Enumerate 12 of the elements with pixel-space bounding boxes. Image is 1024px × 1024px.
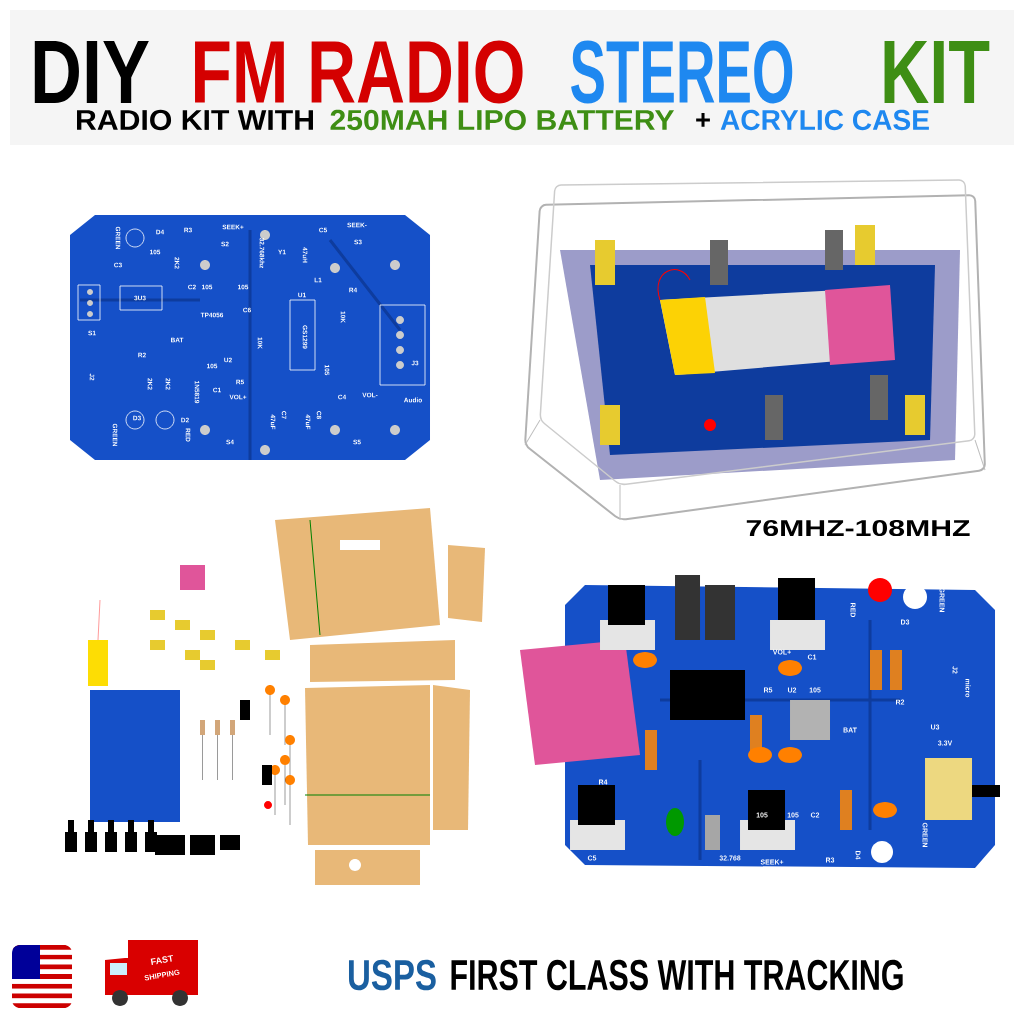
title-text: DIY (34, 41, 149, 103)
subtitle-text: 250MAH LIPO BATTERY (330, 109, 675, 131)
shipping-text: USPS (349, 959, 436, 991)
subtitle-text: ACRYLIC CASE (720, 109, 929, 131)
frequency-label: 76MHZ-108MHZ (746, 519, 970, 537)
title-text: FM RADIO (195, 40, 523, 104)
shipping-text: FIRST CLASS WITH TRACKING (451, 959, 903, 991)
subtitle-text: + (696, 113, 710, 127)
subtitle-text: RADIO KIT WITH (77, 109, 313, 131)
title-text: KIT (884, 41, 990, 103)
title-text: STEREO (571, 40, 793, 104)
truck-label: FAST (150, 955, 173, 965)
